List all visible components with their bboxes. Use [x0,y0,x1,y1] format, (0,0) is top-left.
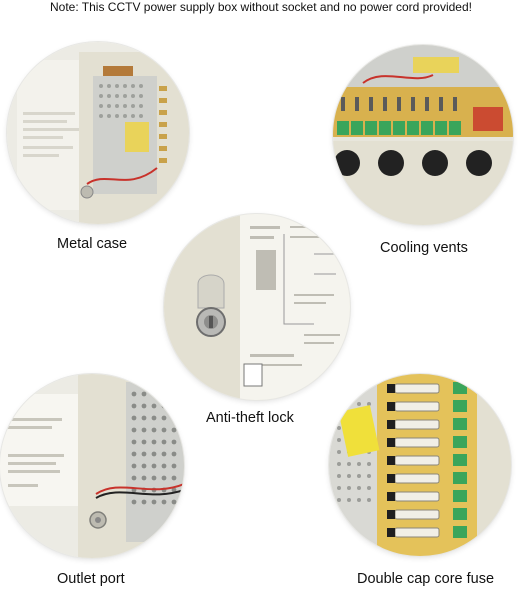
fuse-board-photo [329,374,511,556]
anti-theft-lock-caption: Anti-theft lock [206,410,294,426]
cooling-vents-photo [333,45,513,225]
anti-theft-lock-photo [164,214,350,400]
metal-case-photo [7,42,189,224]
cooling-vents-caption: Cooling vents [380,240,468,256]
outlet-port-caption: Outlet port [57,571,125,587]
note-text: Note: This CCTV power supply box without… [50,0,472,14]
metal-case-caption: Metal case [57,236,128,252]
outlet-port-photo [0,374,184,558]
fuse-caption: Double cap core fuse [357,571,495,587]
